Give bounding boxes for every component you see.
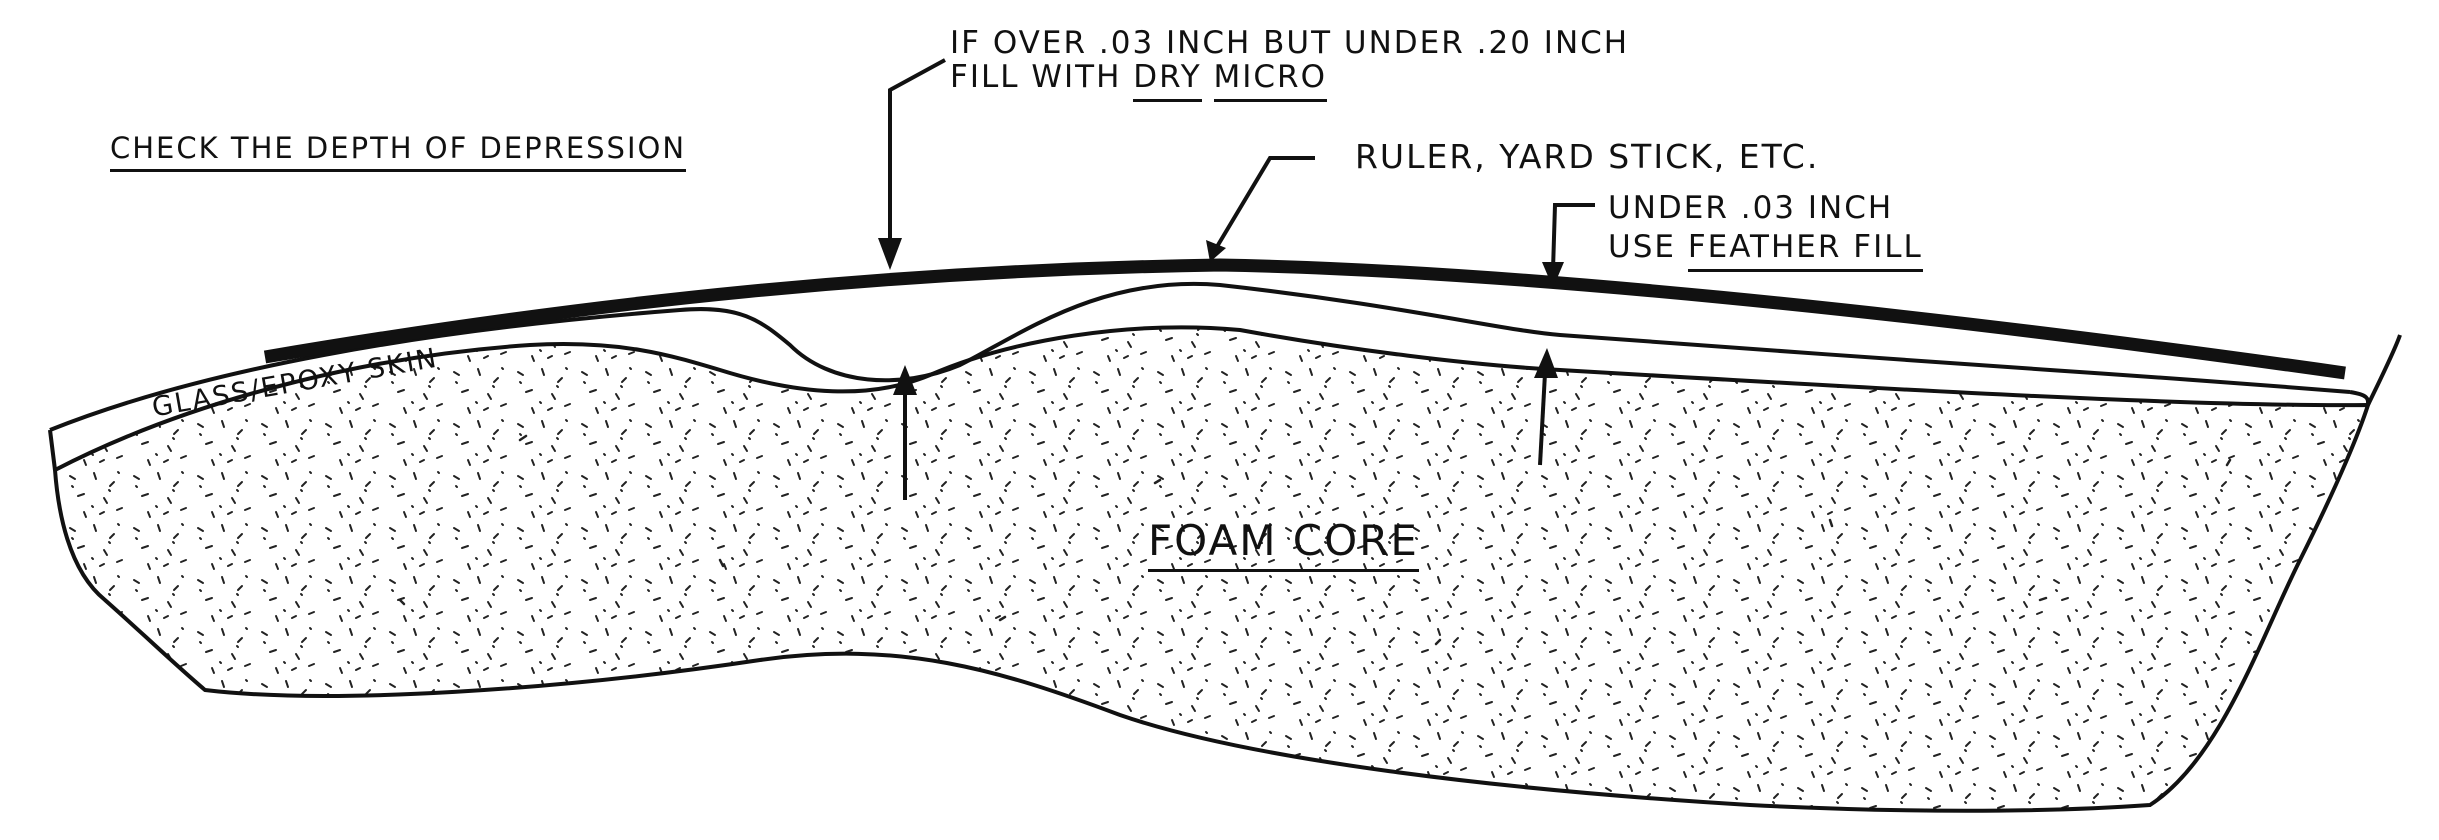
feather-leader <box>1551 203 1595 271</box>
feather-line1: UNDER .03 INCH <box>1608 190 1894 226</box>
skin-right-edge <box>2349 334 2402 406</box>
ruler-leader <box>1213 156 1315 252</box>
ruler-straight-edge <box>263 258 2346 380</box>
dry-micro-leader <box>888 58 946 262</box>
ruler-arrowhead <box>1206 240 1226 262</box>
skin-left-edge <box>48 429 57 471</box>
dry-micro-word1: DRY <box>1133 59 1202 102</box>
feather-arrowhead <box>1542 262 1564 288</box>
dry-micro-word2: MICRO <box>1213 59 1327 102</box>
feather-prefix: USE <box>1608 229 1676 265</box>
skin-outer-surface <box>49 281 2351 432</box>
depth-arrow-right-head <box>1534 348 1558 378</box>
dry-micro-prefix: FILL WITH <box>950 59 1122 95</box>
foam-core-text: FOAM CORE <box>1148 516 1419 572</box>
foam-core-region <box>52 325 2371 813</box>
dry-micro-arrowhead <box>878 238 902 270</box>
dry-micro-line1: IF OVER .03 INCH BUT UNDER .20 INCH <box>950 25 1630 61</box>
feather-line2: USE FEATHER FILL <box>1608 229 1923 272</box>
foam-speckle-accents <box>398 434 2232 646</box>
depth-arrow-left-head <box>893 365 917 395</box>
dry-micro-line2: FILL WITH DRY MICRO <box>950 59 1327 102</box>
check-depth-label: CHECK THE DEPTH OF DEPRESSION <box>110 131 687 172</box>
foam-core-label: FOAM CORE <box>1148 516 1419 572</box>
ruler-label: RULER, YARD STICK, ETC. <box>1355 137 1820 176</box>
feather-fill-text: FEATHER FILL <box>1687 229 1923 272</box>
check-depth-text: CHECK THE DEPTH OF DEPRESSION <box>110 131 687 172</box>
